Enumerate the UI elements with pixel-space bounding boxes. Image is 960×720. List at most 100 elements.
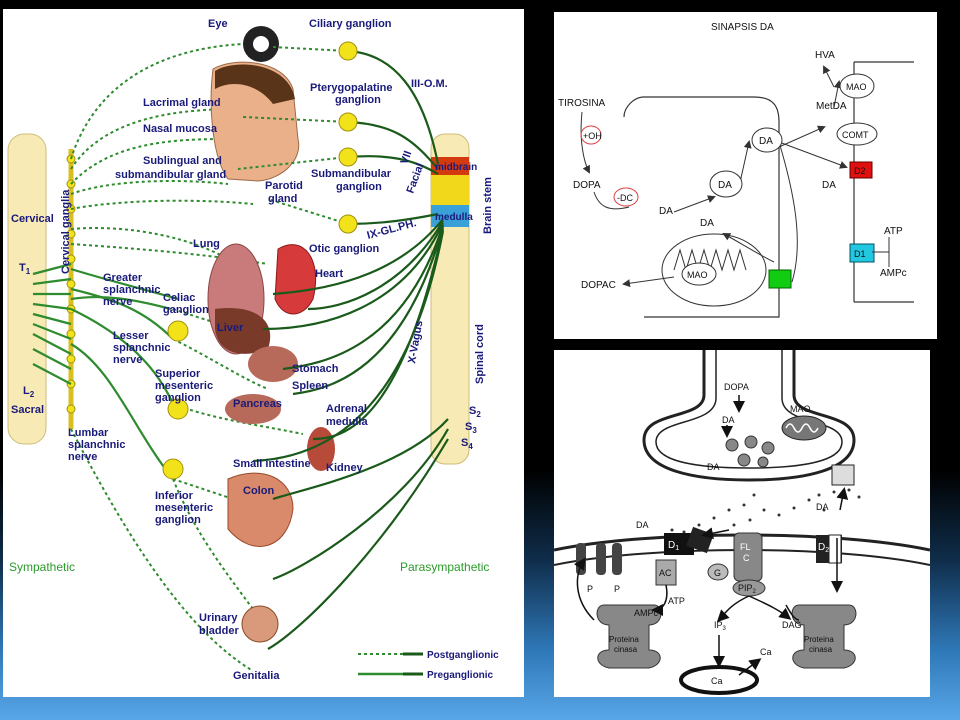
d1-receptor-shape: [664, 533, 694, 555]
label-colon: Colon: [243, 485, 274, 497]
label-cervical: Cervical: [11, 213, 54, 225]
label-submand-1: Submandibular: [311, 168, 392, 180]
celiac-ganglion: [167, 320, 189, 342]
label-spinal-cord: Spinal cord: [474, 324, 486, 384]
label-ca-released: Ca: [760, 647, 772, 657]
label-lung: Lung: [193, 238, 220, 250]
chain-ganglia: [66, 154, 76, 414]
synapsis-da-svg: SINAPSIS DA TIROSINA +OH DOPA -DC DA DA …: [558, 22, 914, 318]
label-facial: Facial: [405, 162, 427, 195]
label-da-top: DA: [722, 415, 735, 425]
sympathetic-preganglionic-fibers: [32, 262, 179, 480]
label-dopac: DOPAC: [581, 280, 616, 291]
label-supmes-1: Superior: [155, 368, 201, 380]
label-stomach: Stomach: [292, 363, 339, 375]
presynaptic-terminal: [642, 350, 856, 482]
dopamine-synapse-diagram: SINAPSIS DA TIROSINA +OH DOPA -DC DA DA …: [554, 12, 937, 339]
label-atp: ATP: [884, 226, 903, 237]
pterygopalatine-ganglion: [338, 112, 358, 132]
label-otic: Otic ganglion: [309, 243, 380, 255]
label-hva: HVA: [815, 50, 835, 61]
da-ellipse: [709, 170, 743, 198]
label-x-vagus: X-Vagus: [406, 320, 425, 365]
label-lumbar-1: Lumbar: [68, 427, 109, 439]
label-mao: MAO: [790, 404, 811, 414]
label-lumbar-3: nerve: [68, 451, 97, 463]
da-vesicles: [725, 435, 775, 468]
label-lumbar-2: splanchnic: [68, 439, 125, 451]
superior-mesenteric-ganglion: [167, 398, 189, 420]
label-da-vesicle: DA: [707, 462, 720, 472]
label-spleen: Spleen: [292, 380, 328, 392]
pancreas-shape: [225, 394, 281, 424]
mao-organelle: [781, 415, 827, 441]
label-dopa: DOPA: [573, 180, 601, 191]
label-dc: -DC: [617, 193, 633, 203]
reuptake-transporter: [831, 464, 855, 486]
dopamine-receptor-signaling-diagram: DOPA DA DA MAO DA DA D1 D2 FL C AC G P P…: [554, 350, 930, 697]
label-sympathetic: Sympathetic: [9, 560, 75, 574]
comt-ellipse: [836, 122, 878, 146]
label-da-right: DA: [816, 502, 829, 512]
label-g: G: [714, 568, 721, 578]
pons-band: [431, 175, 469, 205]
label-prot-right-2: cinasa: [809, 645, 833, 654]
label-parotid-1: Parotid: [265, 180, 303, 192]
label-adrenal-2: medulla: [326, 416, 368, 428]
released-da-dots: [670, 488, 861, 534]
legend-pre-label: Preganglionic: [427, 670, 494, 681]
label-dopa: DOPA: [724, 382, 749, 392]
g-protein-shape: [707, 563, 729, 581]
label-pancreas: Pancreas: [233, 398, 282, 410]
submandibular-ganglion: [338, 147, 358, 167]
hair-shape: [215, 64, 295, 104]
label-ptery-1: Pterygopalatine: [310, 82, 393, 94]
label-nasal: Nasal mucosa: [143, 123, 218, 135]
label-lesser-3: nerve: [113, 354, 142, 366]
cranial-parasympathetic-fibers: [252, 49, 449, 650]
heart-shape: [274, 244, 317, 315]
protein-kinase-right: [791, 604, 857, 669]
label-adrenal-1: Adrenal: [326, 403, 367, 415]
label-mao-mito: MAO: [687, 270, 708, 280]
label-l2: L2: [23, 385, 35, 399]
cranial-ganglia: [338, 41, 358, 234]
sympathetic-spinal-cord: [7, 133, 47, 445]
label-small-intestine: Small intestine: [233, 458, 311, 470]
label-s4: S4: [461, 437, 473, 451]
label-medulla: medulla: [435, 212, 473, 223]
label-ip3: IP3: [714, 620, 727, 632]
label-supmes-3: ganglion: [155, 392, 201, 404]
receptor-signaling-svg: DOPA DA DA MAO DA DA D1 D2 FL C AC G P P…: [554, 350, 930, 695]
label-heart: Heart: [315, 268, 343, 280]
cranial-postganglionic-fibers: [237, 46, 349, 225]
label-d1: D1: [668, 540, 679, 552]
label-da-3: DA: [759, 136, 773, 147]
label-infmes-1: Inferior: [155, 490, 194, 502]
label-t1: T1: [19, 262, 31, 276]
label-oh: +OH: [583, 131, 602, 141]
label-ciliary-ganglion: Ciliary ganglion: [309, 18, 392, 30]
label-da-1: DA: [659, 206, 673, 217]
label-da-2: DA: [718, 180, 732, 191]
autonomic-nervous-system-diagram: Eye Ciliary ganglion Pterygopalatine gan…: [3, 9, 524, 697]
label-cervical-ganglia: Cervical ganglia: [60, 189, 72, 274]
label-prot-left-2: cinasa: [614, 645, 638, 654]
label-da-4: DA: [822, 180, 836, 191]
label-ptery-2: ganglion: [335, 94, 381, 106]
inferior-mesenteric-ganglion: [162, 458, 184, 480]
label-ampc: AMPc: [880, 268, 907, 279]
d2-receptor: [849, 161, 873, 179]
mao-ellipse: [839, 73, 875, 99]
label-d2: D2: [818, 542, 829, 554]
label-greater-3: nerve: [103, 296, 132, 308]
label-bladder-2: bladder: [199, 625, 239, 637]
dc-ring: [613, 187, 639, 207]
label-celiac-1: Celiac: [163, 292, 195, 304]
label-infmes-2: mesenteric: [155, 502, 213, 514]
mitochondrion: [661, 233, 767, 307]
da-transporter: [768, 269, 792, 289]
label-brain-stem: Brain stem: [482, 177, 494, 234]
label-greater-1: Greater: [103, 272, 143, 284]
label-ac: AC: [659, 568, 672, 578]
